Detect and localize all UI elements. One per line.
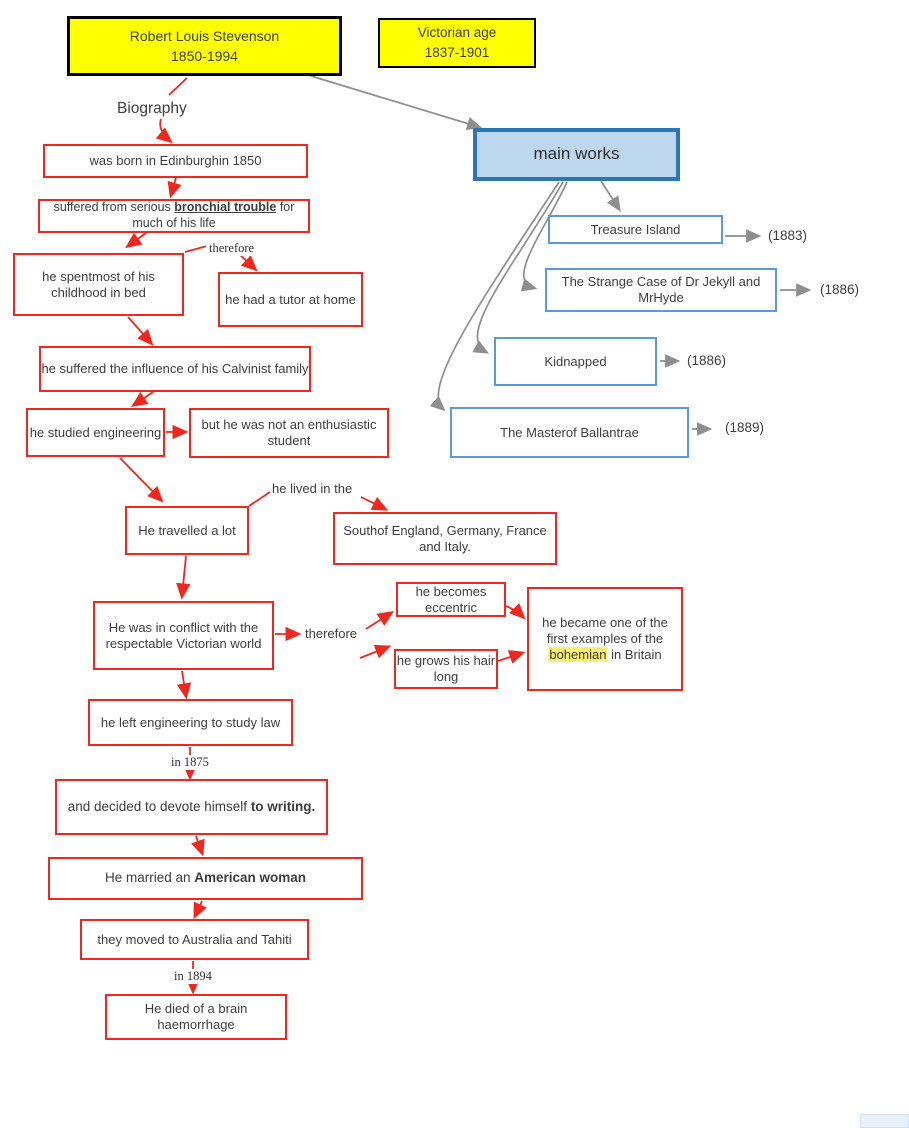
- arrow-childhood-to-calvinist: [127, 316, 154, 346]
- arrow-therefore2-to-hair: [359, 644, 392, 659]
- biography-label: Biography: [117, 100, 187, 117]
- bold-bronchial: bronchial trouble: [174, 200, 277, 215]
- bohemian-highlight: bohemian: [548, 646, 608, 662]
- node-tutor-at-home: he had a tutor at home: [218, 272, 363, 327]
- node-main-works: main works: [473, 128, 680, 181]
- node-studied-engineering: he studied engineering: [26, 408, 165, 457]
- node-grows-hair-long: he grows his hair long: [394, 649, 498, 689]
- node-kidnapped: Kidnapped: [494, 337, 657, 386]
- arrow-born-to-suffered: [167, 177, 182, 199]
- year-kidnapped: (1886): [687, 353, 727, 368]
- arrow-hair-to-bohemian: [497, 650, 526, 664]
- node-not-enthusiastic: but he was not an enthusiastic student: [189, 408, 389, 458]
- year-jekyll-hyde: (1886): [820, 282, 860, 297]
- node-conflict-victorian-world: He was in conflict with the respectable …: [93, 601, 274, 670]
- arrow-works-to-treasure: [600, 180, 621, 212]
- node-travelled: He travelled a lot: [125, 506, 249, 555]
- node-robert-louis-stevenson: Robert Louis Stevenson 1850-1994: [67, 16, 342, 76]
- corner-artifact: [860, 1114, 909, 1128]
- arrow-lived-to-south: [360, 496, 389, 511]
- arrow-travelled-to-conflict: [176, 555, 191, 600]
- arrow-writing-to-married: [191, 835, 205, 857]
- arrow-married-to-moved: [193, 900, 207, 920]
- era-name: Victorian age: [417, 25, 497, 41]
- arrow-eccentric-to-bohemian: [505, 602, 526, 620]
- arrow-therefore2-to-eccentric: [365, 611, 395, 630]
- node-married-american: He married an American woman: [48, 857, 363, 900]
- node-victorian-age: Victorian age 1837-1901: [378, 18, 536, 68]
- bold-american-woman: American woman: [194, 870, 307, 886]
- node-master-ballantrae: The Masterof Ballantrae: [450, 407, 689, 458]
- year-treasure-island: (1883): [768, 228, 808, 243]
- arrow-title-to-works: [310, 75, 483, 131]
- title-dates: 1850-1994: [171, 48, 238, 64]
- node-treasure-island: Treasure Island: [548, 215, 723, 244]
- arrow-works-to-kidnapped: [472, 181, 564, 354]
- node-born: was born in Edinburghin 1850: [43, 144, 308, 178]
- arrow-calvinist-to-engineering: [131, 391, 154, 408]
- era-dates: 1837-1901: [424, 45, 490, 60]
- node-calvinist-family: he suffered the influence of his Calvini…: [39, 346, 311, 392]
- node-childhood-in-bed: he spentmost of his childhood in bed: [13, 253, 184, 316]
- arrow-conflict-to-law: [176, 670, 192, 700]
- node-died-haemorrhage: He died of a brain haemorrhage: [105, 994, 287, 1040]
- line-childhood-to-therefore: [184, 245, 208, 253]
- in-1875-label: in 1875: [168, 755, 212, 770]
- line-title-to-biography: [168, 77, 188, 96]
- node-bohemian: he became one of the first examples of t…: [527, 587, 683, 691]
- arrow-engineering-to-travelled: [119, 457, 164, 503]
- therefore-label-2: therefore: [305, 626, 358, 641]
- lived-in-label: he lived in the: [272, 481, 353, 496]
- node-devote-to-writing: and decided to devote himself to writing…: [55, 779, 328, 835]
- title-name: Robert Louis Stevenson: [129, 27, 280, 44]
- year-master-ballantrae: (1889): [725, 420, 765, 435]
- node-bronchial-trouble: suffered from serious bronchial trouble …: [38, 199, 310, 233]
- line-travelled-to-lived: [248, 491, 271, 507]
- arrow-suffered-to-childhood: [125, 232, 147, 249]
- therefore-label-1: therefore: [206, 241, 258, 256]
- in-1894-label: in 1894: [171, 969, 215, 984]
- node-south-of-england: Southof England, Germany, France and Ita…: [333, 512, 557, 565]
- node-jekyll-hyde: The Strange Case of Dr Jekyll and MrHyde: [545, 268, 777, 312]
- node-becomes-eccentric: he becomes eccentric: [396, 582, 506, 617]
- arrow-biography-to-born: [155, 118, 173, 144]
- node-study-law: he left engineering to study law: [88, 699, 293, 746]
- bold-to-writing: to writing.: [250, 798, 316, 814]
- node-moved-australia: they moved to Australia and Tahiti: [80, 919, 309, 960]
